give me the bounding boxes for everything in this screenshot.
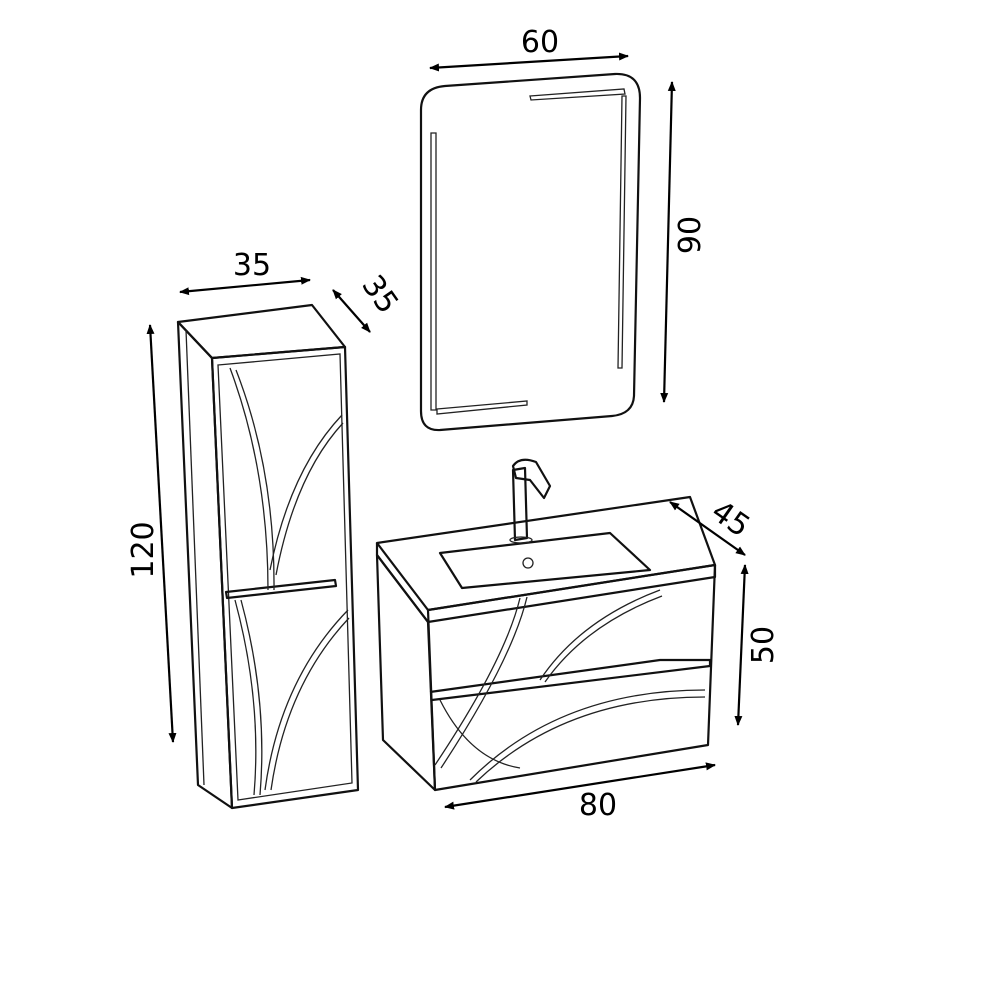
mirror-width-label: 60 xyxy=(521,25,559,60)
column-height-label: 120 xyxy=(126,521,161,578)
column-height-dimension: 120 xyxy=(126,324,177,743)
tall-column-cabinet xyxy=(176,303,360,810)
vanity-unit xyxy=(375,458,717,792)
vanity-depth-label: 45 xyxy=(705,494,756,545)
mirror-width-dimension: 60 xyxy=(429,25,629,72)
basin xyxy=(438,531,652,590)
vanity-height-label: 50 xyxy=(746,626,781,664)
column-width-label: 35 xyxy=(233,248,271,283)
mirror-height-dimension: 90 xyxy=(660,81,708,403)
column-depth-dimension: 35 xyxy=(332,269,405,333)
drain xyxy=(522,557,534,569)
vanity-height-dimension: 50 xyxy=(734,564,781,726)
led-mirror xyxy=(419,72,642,432)
vanity-width-label: 80 xyxy=(579,788,617,823)
vanity-depth-dimension: 45 xyxy=(669,494,756,556)
mirror-height-label: 90 xyxy=(673,216,708,254)
vanity-width-dimension: 80 xyxy=(444,762,716,823)
column-depth-label: 35 xyxy=(354,269,405,320)
faucet xyxy=(509,458,552,544)
column-width-dimension: 35 xyxy=(179,248,311,296)
